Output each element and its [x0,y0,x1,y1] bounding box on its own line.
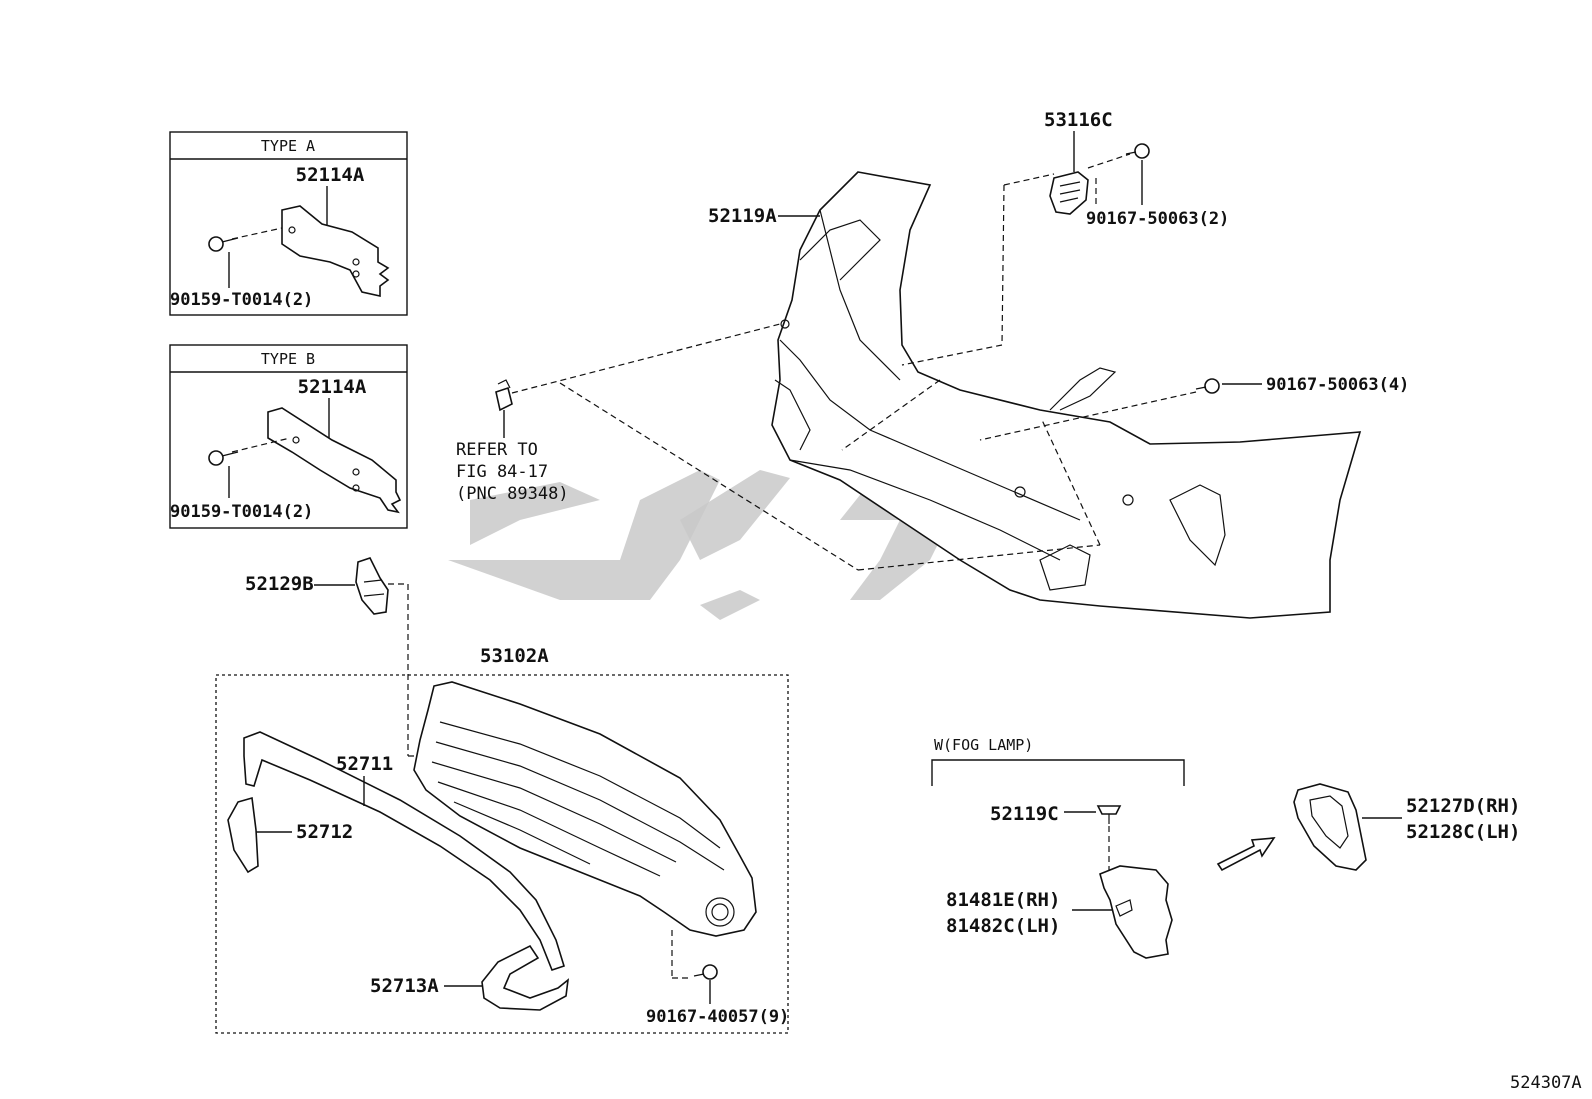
grille-screw [693,964,718,980]
lower-molding-52713a [481,944,570,1011]
grille-assembly-box [215,674,789,1034]
fog-lamp-cover [1099,865,1173,959]
bezel-rh-label: 52127D(RH) [1406,795,1520,817]
type-a-panel: TYPE A 52114A 90159-T0014(2) [169,131,408,316]
bumper-cover-group [771,171,1362,619]
fog-clip-label: 52119C [990,803,1059,825]
bolt-type-b [208,450,239,466]
bracket-screw-label: 90167-50063(2) [1086,209,1229,229]
molding-52711 [243,731,565,971]
bezel-lh-label: 52128C(LH) [1406,821,1520,843]
refer-to-line2: FIG 84-17 [456,462,548,482]
front-grille [413,681,757,937]
type-b-panel: TYPE B 52114A 90159-T0014(2) [169,344,408,529]
figure-id: 524307A [1510,1073,1582,1093]
direction-arrow [1216,837,1276,872]
refer-to-line3: (PNC 89348) [456,484,569,504]
bolt-type-a [208,236,239,252]
type-a-bolt-label: 90159-T0014(2) [170,290,313,310]
retainer-label: 52129B [245,573,314,595]
bumper-cover [771,171,1362,619]
type-b-part-label: 52114A [298,376,367,398]
lower-molding-label: 52713A [370,975,439,997]
grille-assembly-label: 53102A [480,645,549,667]
refer-to-line1: REFER TO [456,440,538,460]
side-molding-52712 [227,796,259,874]
bumper-cover-label: 52119A [708,205,777,227]
fog-lamp-bezel [1293,783,1367,871]
type-a-part-label: 52114A [296,164,365,186]
reference-clip [495,379,513,412]
bumper-bracket [1049,171,1089,215]
type-a-header: TYPE A [261,137,315,155]
fog-cover-rh-label: 81481E(RH) [946,889,1060,911]
fog-lamp-bracket [931,759,1185,786]
cover-screw-label: 90167-50063(4) [1266,375,1409,395]
bracket-type-a [281,205,390,297]
cover-screw [1195,378,1220,394]
fog-clip [1096,805,1122,824]
grille-retainer [355,557,389,615]
bracket-screw [1125,143,1150,159]
bracket-53116c-label: 53116C [1044,109,1113,131]
bracket-type-b [267,407,402,514]
molding-52711-label: 52711 [336,753,393,775]
fog-cover-lh-label: 81482C(LH) [946,915,1060,937]
fog-lamp-header: W(FOG LAMP) [934,736,1033,754]
type-b-header: TYPE B [261,350,315,368]
grille-screw-label: 90167-40057(9) [646,1007,789,1027]
side-molding-label: 52712 [296,821,353,843]
type-b-bolt-label: 90159-T0014(2) [170,502,313,522]
